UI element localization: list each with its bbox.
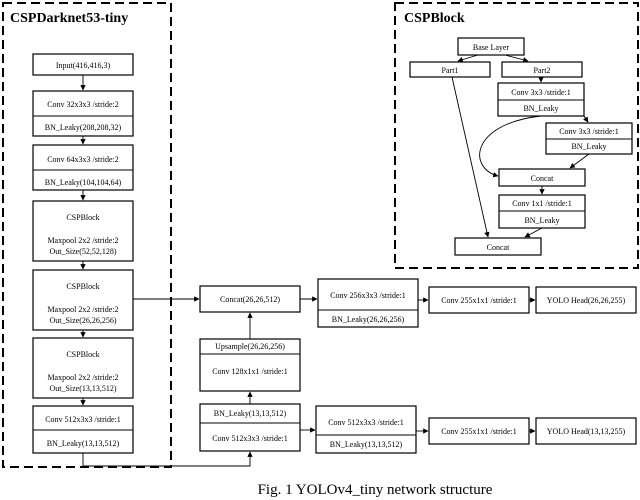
arrow (457, 54, 479, 63)
csp-conv3b-block: Conv 3x3 /stride:1 BN_Leaky (545, 122, 633, 155)
svg-text:BN_Leaky(13,13,512): BN_Leaky(13,13,512) (47, 439, 120, 448)
svg-text:BN_Leaky: BN_Leaky (571, 142, 606, 151)
svg-text:Upsample(26,26,256): Upsample(26,26,256) (215, 342, 285, 351)
svg-text:BN_Leaky(13,13,512): BN_Leaky(13,13,512) (214, 409, 287, 418)
cspblock-3: CSPBlock Maxpool 2x2 /stride:2 Out_Size(… (32, 337, 134, 399)
conv1-block: Conv 32x3x3 /stride:2 BN_Leaky(208,208,3… (32, 90, 134, 137)
svg-text:Concat: Concat (531, 174, 554, 183)
svg-text:Concat: Concat (487, 243, 510, 252)
svg-text:Conv 255x1x1 /stride:1: Conv 255x1x1 /stride:1 (441, 296, 517, 305)
head2-yolo-node: YOLO Head(13,13,255) (535, 417, 637, 445)
svg-text:CSPBlock: CSPBlock (66, 213, 99, 222)
upsample-block: Upsample(26,26,256) Conv 128x1x1 /stride… (199, 338, 301, 392)
cspblock-1: CSPBlock Maxpool 2x2 /stride:2 Out_Size(… (32, 200, 134, 262)
darknet-title: CSPDarknet53-tiny (10, 11, 128, 26)
svg-text:Input(416,416,3): Input(416,416,3) (56, 61, 111, 70)
svg-text:Conv 256x3x3 /stride:1: Conv 256x3x3 /stride:1 (330, 291, 406, 300)
svg-text:YOLO Head(26,26,255): YOLO Head(26,26,255) (547, 296, 626, 305)
svg-text:Out_Size(26,26,256): Out_Size(26,26,256) (49, 316, 116, 325)
cspblock-2: CSPBlock Maxpool 2x2 /stride:2 Out_Size(… (32, 269, 134, 331)
svg-text:CSPBlock: CSPBlock (66, 350, 99, 359)
svg-text:Maxpool 2x2 /stride:2: Maxpool 2x2 /stride:2 (47, 373, 118, 382)
bn2-label: BN_Leaky(104,104,64) (45, 178, 122, 187)
svg-text:Out_Size(13,13,512): Out_Size(13,13,512) (49, 384, 116, 393)
svg-text:Out_Size(52,52,128): Out_Size(52,52,128) (49, 247, 116, 256)
lower-bn-conv-block: BN_Leaky(13,13,512) Conv 512x3x3 /stride… (199, 403, 301, 452)
svg-text:CSPBlock: CSPBlock (66, 282, 99, 291)
arrow (479, 115, 542, 178)
conv1-label: Conv 32x3x3 /stride:2 (47, 100, 119, 109)
csp-concat-out-node: Concat (454, 237, 542, 256)
csp-part2-node: Part2 (501, 61, 583, 78)
svg-text:Conv 512x3x3 /stride:1: Conv 512x3x3 /stride:1 (45, 415, 121, 424)
conv2-label: Conv 64x3x3 /stride:2 (47, 155, 119, 164)
svg-text:YOLO Head(13,13,255): YOLO Head(13,13,255) (547, 427, 626, 436)
head2-conv255-node: Conv 255x1x1 /stride:1 (428, 417, 530, 445)
bn1-label: BN_Leaky(208,208,32) (45, 123, 122, 132)
csp-conv1x1-block: Conv 1x1 /stride:1 BN_Leaky (498, 194, 586, 229)
svg-text:BN_Leaky(26,26,256): BN_Leaky(26,26,256) (332, 315, 405, 324)
svg-text:Conv 128x1x1 /stride:1: Conv 128x1x1 /stride:1 (212, 367, 288, 376)
svg-text:Conv 255x1x1 /stride:1: Conv 255x1x1 /stride:1 (441, 427, 517, 436)
svg-text:BN_Leaky(13,13,512): BN_Leaky(13,13,512) (330, 440, 403, 449)
head2-conv-block: Conv 512x3x3 /stride:1 BN_Leaky(13,13,51… (315, 405, 417, 454)
arrow (451, 76, 490, 238)
figure-caption: Fig. 1 YOLOv4_tiny network structure (258, 482, 493, 498)
svg-text:Part1: Part1 (442, 66, 459, 75)
input-node: Input(416,416,3) (32, 53, 134, 76)
svg-text:Conv 512x3x3 /stride:1: Conv 512x3x3 /stride:1 (212, 434, 288, 443)
svg-text:Conv 3x3 /stride:1: Conv 3x3 /stride:1 (559, 127, 619, 136)
concat-main-node: Concat(26,26,512) (199, 285, 301, 313)
svg-text:Maxpool 2x2 /stride:2: Maxpool 2x2 /stride:2 (47, 236, 118, 245)
cspblock-frame (394, 2, 639, 269)
conv512-block: Conv 512x3x3 /stride:1 BN_Leaky(13,13,51… (32, 405, 134, 454)
head1-conv-block: Conv 256x3x3 /stride:1 BN_Leaky(26,26,25… (317, 278, 419, 328)
svg-text:Maxpool 2x2 /stride:2: Maxpool 2x2 /stride:2 (47, 305, 118, 314)
svg-text:Conv 512x3x3 /stride:1: Conv 512x3x3 /stride:1 (328, 418, 404, 427)
arrow (524, 227, 543, 238)
conv2-block: Conv 64x3x3 /stride:2 BN_Leaky(104,104,6… (32, 144, 134, 191)
svg-text:Conv 1x1 /stride:1: Conv 1x1 /stride:1 (512, 199, 572, 208)
arrow (569, 153, 590, 169)
arrow (82, 451, 253, 467)
csp-base-layer-node: Base Layer (457, 37, 525, 56)
csp-part1-node: Part1 (409, 61, 491, 78)
head1-yolo-node: YOLO Head(26,26,255) (535, 286, 637, 314)
darknet-frame (2, 2, 172, 468)
csp-concat-inner-node: Concat (498, 168, 586, 187)
arrow (583, 115, 589, 123)
svg-text:Concat(26,26,512): Concat(26,26,512) (220, 295, 280, 304)
arrow (504, 54, 529, 63)
svg-text:Conv 3x3 /stride:1: Conv 3x3 /stride:1 (511, 88, 571, 97)
cspblock-title: CSPBlock (404, 11, 465, 26)
svg-text:Base Layer: Base Layer (473, 43, 510, 52)
head1-conv255-node: Conv 255x1x1 /stride:1 (428, 286, 530, 314)
svg-text:BN_Leaky: BN_Leaky (524, 216, 559, 225)
csp-conv3a-block: Conv 3x3 /stride:1 BN_Leaky (497, 82, 585, 117)
svg-text:BN_Leaky: BN_Leaky (523, 104, 558, 113)
svg-text:Part2: Part2 (534, 66, 551, 75)
